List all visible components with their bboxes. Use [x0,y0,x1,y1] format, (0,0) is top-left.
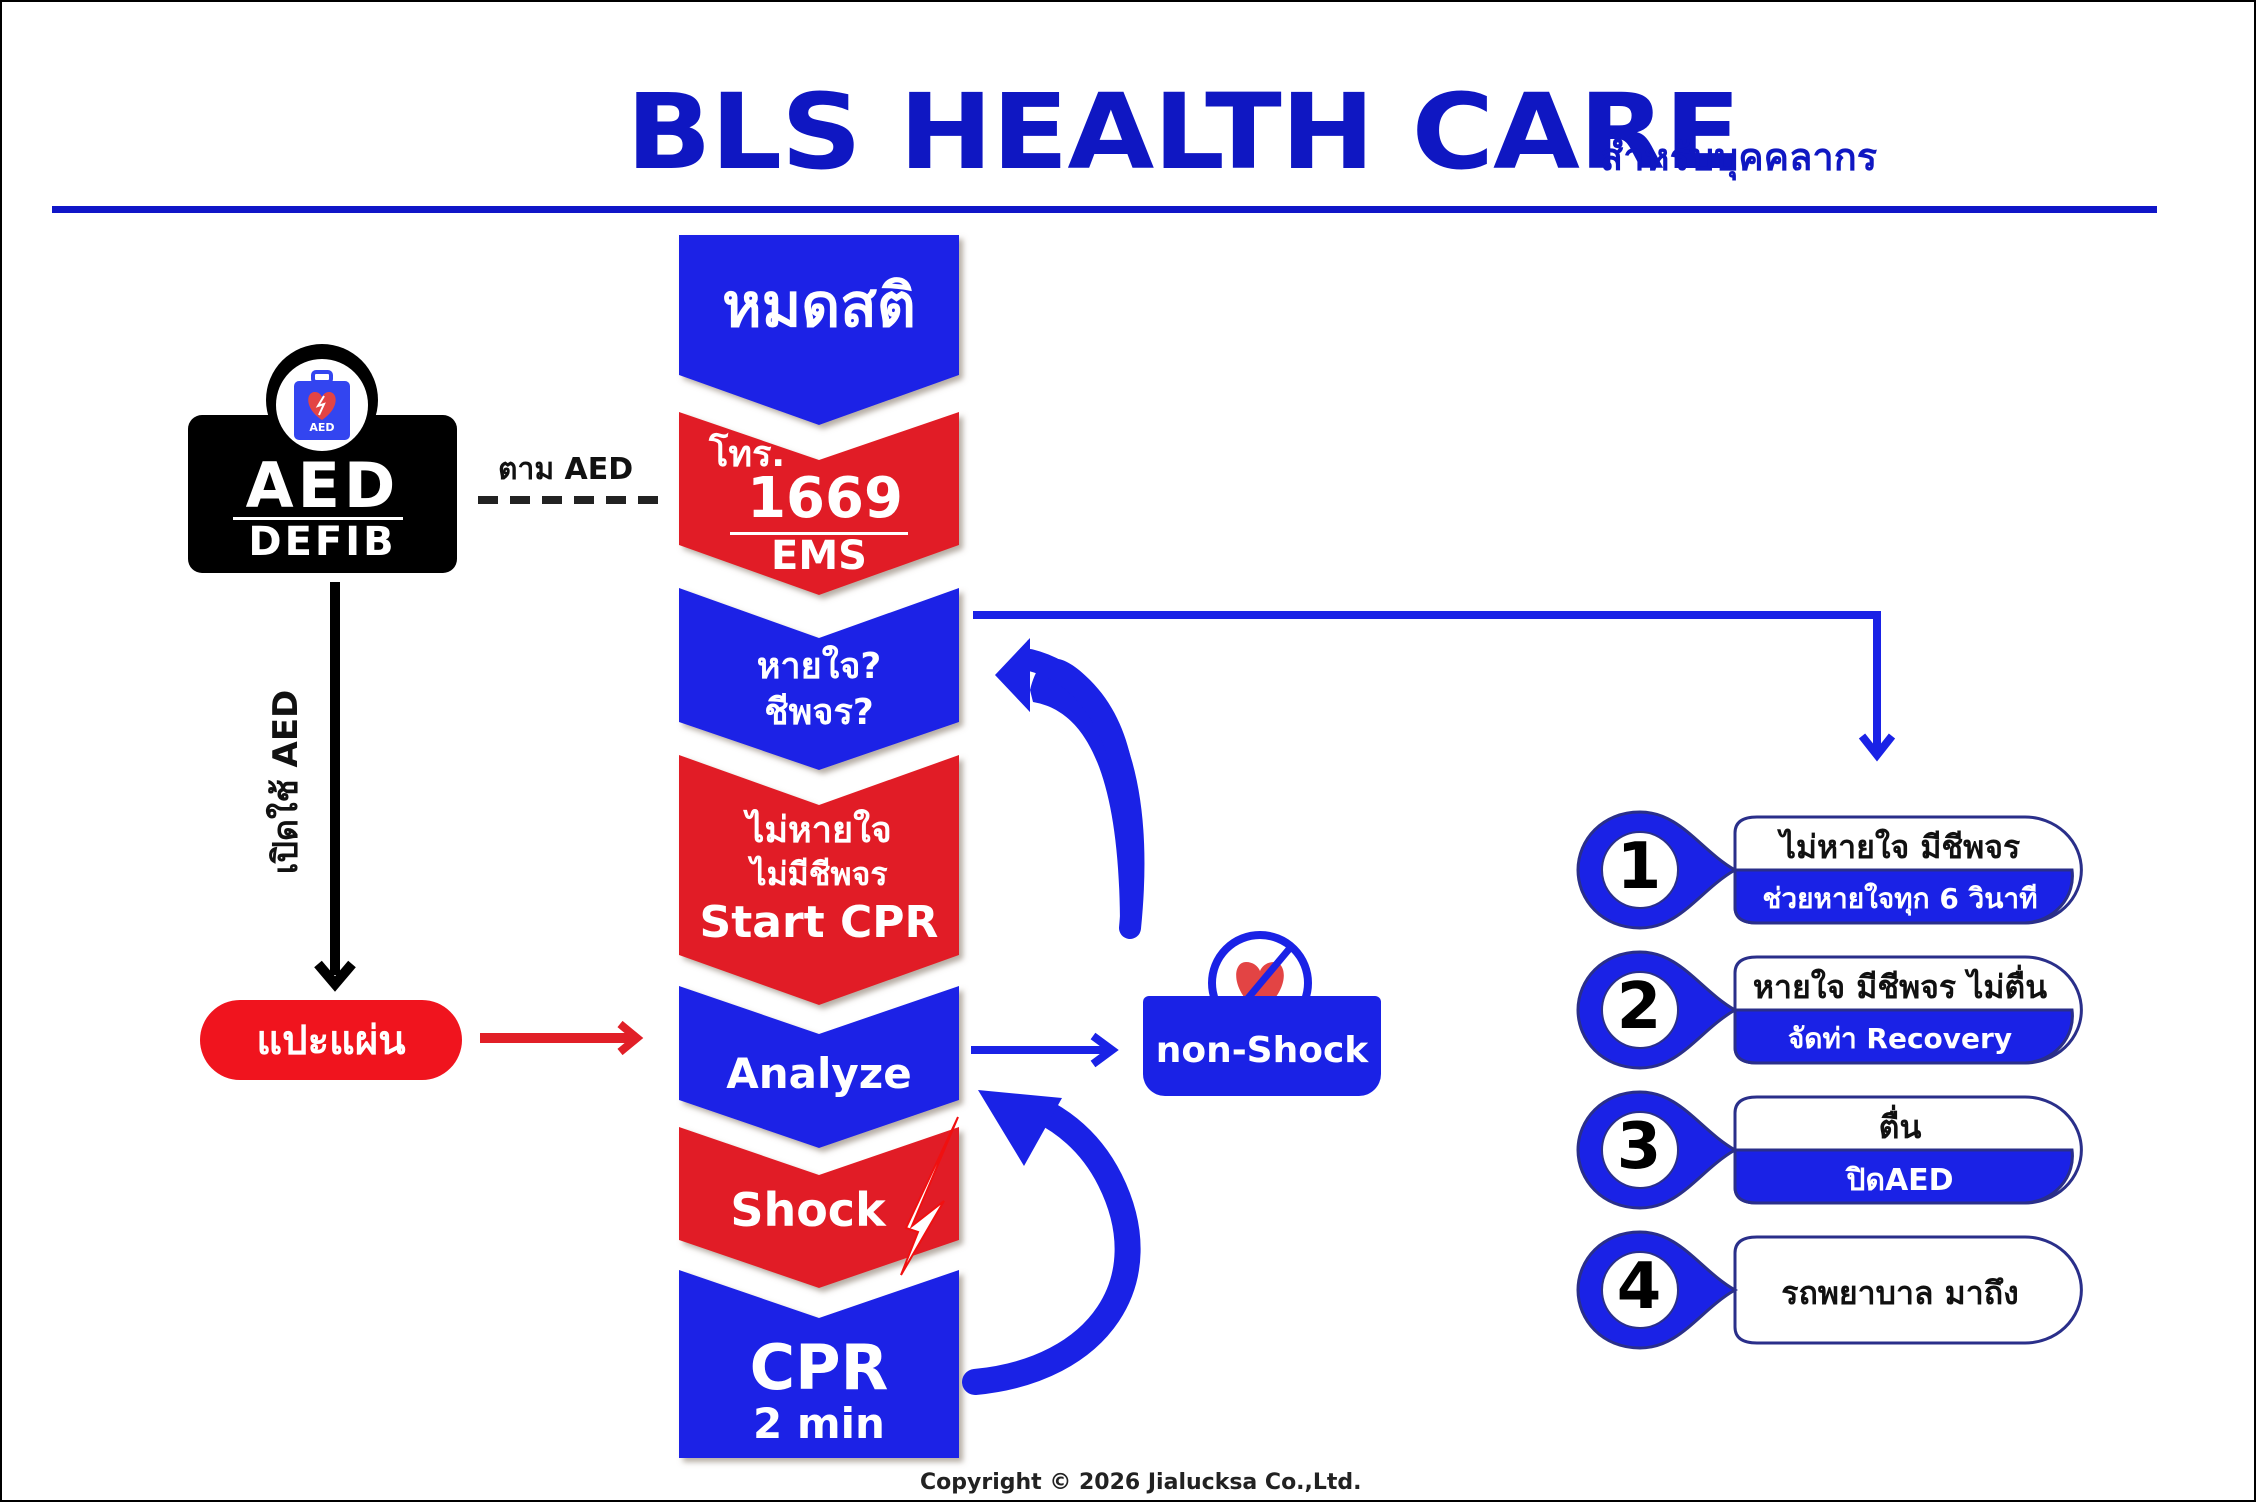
outcome-1-action: ช่วยหายใจทุก 6 วินาที [1762,882,2038,915]
defib-label: DEFIB [248,519,397,565]
outcome-2-action: จัดท่า Recovery [1787,1022,2013,1055]
step-call-divider [730,532,908,535]
outcome-4-number: 4 [1616,1250,1662,1324]
cpr-loop-arrow [962,1090,1141,1395]
fetch-aed-label: ตาม AED [498,452,634,487]
copyright: Copyright © 2026 Jialucksa Co.,Ltd. [920,1470,1362,1495]
step-analyze-shape [679,986,959,1148]
outcome-number-circle [1601,831,1679,909]
outcome-item[interactable] [1576,1230,2083,1350]
step-start-cpr-shape [679,755,959,1005]
step-cpr-shape [679,1270,959,1458]
aed-title: AED [245,449,400,522]
step-unconscious-label: หมดสติ [722,271,916,341]
lightning-icon [900,1116,959,1276]
outcome-action-band [1733,1008,2074,1065]
step-shock-shape [679,1127,959,1288]
step-cpr[interactable]: CPR [749,1331,889,1404]
page-title: BLS HEALTH CARE [626,71,1741,193]
outcome-item[interactable] [1576,810,2083,930]
outcome-number-circle [1601,1251,1679,1329]
nonshock-loop-arrow [995,638,1145,939]
outcome-action-band [1733,868,2074,925]
step-check-breathing: หายใจ? [756,646,882,687]
outcome-item[interactable] [1576,1090,2083,1210]
outcome-1-number: 1 [1616,830,1662,904]
non-shock-box[interactable] [1143,996,1381,1096]
step-call-shape [679,412,959,595]
page-subtitle: สำหรับบุคคลากร [1600,135,1878,179]
outcome-box [1733,1235,2083,1345]
outcome-1-title: ไม่หายใจ มีชีพจร [1779,828,2021,866]
non-shock-label: non-Shock [1155,1030,1369,1071]
step-call-prefix: โทร. [709,434,786,475]
step-unconscious-shape [679,235,959,425]
open-aed-label: เปิดใช้ AED [266,689,306,875]
step-call-ems: EMS [771,533,867,579]
aed-icon-label: AED [309,421,335,434]
outcome-2-title: หายใจ มีชีพจร ไม่ตื่น [1752,968,2048,1006]
step-call-number[interactable]: 1669 [747,466,903,531]
outcome-action-band [1733,1148,2074,1205]
apply-pads-label: แปะแผ่น [256,1018,406,1064]
outcome-4-title: รถพยาบาล มาถึง [1781,1274,2019,1312]
aed-device-icon [294,370,350,440]
outcomes-list [1576,810,2083,1350]
outcome-2-number: 2 [1616,970,1662,1044]
step-check-shape [679,588,959,770]
outcome-number-circle [1601,1111,1679,1189]
outcome-item[interactable] [1576,950,2083,1070]
step-start-cpr-line2: ไม่มีชีพจร [750,855,888,893]
step-unconscious[interactable]: หมดสติ [679,275,959,338]
step-cpr-duration: 2 min [753,1399,885,1448]
outcome-3-action: ปิดAED [1846,1163,1954,1198]
step-check-pulse: ชีพจร? [764,692,874,733]
pads-to-analyze-arrow [480,1020,644,1056]
apply-pads-button[interactable]: แปะแผ่น [200,1000,462,1080]
outcome-3-title: ตื่น [1878,1108,1922,1146]
step-shock[interactable]: Shock [730,1183,886,1237]
outcome-number-circle [1601,971,1679,1049]
outcome-3-number: 3 [1616,1110,1662,1184]
analyze-to-nonshock-arrow [971,1032,1119,1068]
open-aed-arrow [314,582,356,992]
step-start-cpr-line1: ไม่หายใจ [746,810,892,851]
check-to-outcomes-arrow [973,611,1896,762]
step-start-cpr-line3: Start CPR [699,897,939,948]
step-analyze[interactable]: Analyze [726,1049,912,1098]
header-divider [52,206,2157,213]
